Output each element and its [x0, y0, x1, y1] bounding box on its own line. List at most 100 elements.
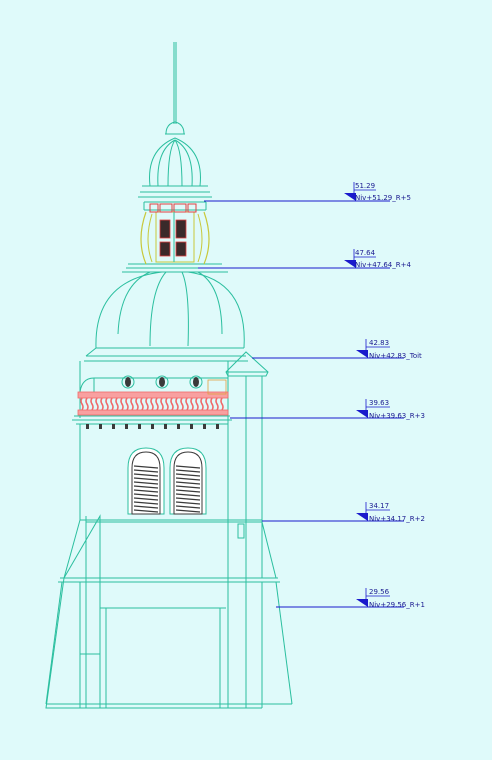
- baluster: [200, 397, 204, 411]
- corbel: [138, 424, 141, 429]
- baluster: [80, 397, 84, 411]
- baluster: [160, 397, 164, 411]
- louver-slat: [133, 497, 159, 501]
- louver-slat: [133, 485, 159, 489]
- louver-slat: [133, 501, 159, 505]
- baluster: [145, 397, 149, 411]
- level-value: 51.29: [355, 182, 375, 190]
- baluster: [115, 397, 119, 411]
- louver-slat: [175, 481, 201, 485]
- baluster: [170, 397, 174, 411]
- baluster: [215, 397, 219, 411]
- baluster: [155, 397, 159, 411]
- louver-slat: [133, 465, 159, 469]
- baluster: [130, 397, 134, 411]
- level-value: 29.56: [369, 588, 390, 596]
- baluster: [185, 397, 189, 411]
- louver-slat: [133, 477, 159, 481]
- level-marker-r2: 34.17 Niv+34.17_R+2: [262, 502, 425, 523]
- louver-slat: [175, 509, 201, 513]
- corbel: [112, 424, 115, 429]
- level-label: Niv+39.63_R+3: [369, 412, 425, 420]
- level-value: 34.17: [369, 502, 389, 510]
- louver-slat: [175, 485, 201, 489]
- lantern-dome: [138, 121, 212, 211]
- baluster: [120, 397, 124, 411]
- level-value: 47.64: [355, 249, 376, 257]
- spire: [173, 42, 177, 124]
- baluster: [105, 397, 109, 411]
- corbel: [86, 424, 89, 429]
- louver-slat: [133, 489, 159, 493]
- main-dome: [84, 271, 248, 362]
- level-label: Niv+29.56_R+1: [369, 601, 425, 609]
- baluster: [140, 397, 144, 411]
- lower-base: [45, 514, 293, 709]
- baluster: [180, 397, 184, 411]
- louver-slat: [175, 465, 201, 469]
- level-value: 42.83: [369, 339, 389, 347]
- level-label: Niv+51.29_R+5: [355, 194, 411, 202]
- louver-slat: [175, 501, 201, 505]
- louver-slat: [175, 505, 201, 509]
- corbel: [99, 424, 102, 429]
- baluster: [90, 397, 94, 411]
- corbel: [203, 424, 206, 429]
- baluster: [95, 397, 99, 411]
- corbel: [177, 424, 180, 429]
- level-marker-r5: 51.29 Niv+51.29_R+5: [204, 182, 411, 202]
- level-marker-r4: 47.64 Niv+47.64_R+4: [198, 249, 411, 269]
- louver-slat: [133, 473, 159, 477]
- level-marker-toit: 42.83 Niv+42.83_Toit: [252, 339, 422, 360]
- baluster: [190, 397, 194, 411]
- balustrade: [77, 379, 229, 416]
- louver-slat: [133, 509, 159, 513]
- level-label: Niv+42.83_Toit: [369, 352, 422, 360]
- corbel: [164, 424, 167, 429]
- baluster: [165, 397, 169, 411]
- level-label: Niv+47.64_R+4: [355, 261, 411, 269]
- baluster: [125, 397, 129, 411]
- louver-slat: [133, 493, 159, 497]
- louver-slat: [175, 493, 201, 497]
- louver-slat: [133, 481, 159, 485]
- louver-slat: [133, 505, 159, 509]
- baluster: [195, 397, 199, 411]
- bell-cage: [140, 203, 210, 265]
- louver-slat: [133, 469, 159, 473]
- balusters: [80, 397, 224, 411]
- louver-slat: [175, 473, 201, 477]
- stair-turret: [225, 351, 269, 708]
- louver-slat: [175, 497, 201, 501]
- belfry-windows: [127, 447, 207, 515]
- corbel: [190, 424, 193, 429]
- level-label: Niv+34.17_R+2: [369, 515, 425, 523]
- louver-slat: [175, 469, 201, 473]
- corbel: [151, 424, 154, 429]
- oculi: [121, 375, 203, 389]
- corbel: [125, 424, 128, 429]
- level-value: 39.63: [369, 399, 389, 407]
- belfry-window-right: [169, 447, 207, 515]
- tower-outline: [45, 42, 293, 709]
- baluster: [220, 397, 224, 411]
- baluster: [175, 397, 179, 411]
- corbel: [216, 424, 219, 429]
- baluster: [210, 397, 214, 411]
- belfry-window-left: [127, 447, 165, 515]
- baluster: [100, 397, 104, 411]
- cornice-corbels: [86, 424, 219, 429]
- level-marker-r1: 29.56 Niv+29.56_R+1: [276, 588, 425, 609]
- level-marker-r3: 39.63 Niv+39.63_R+3: [230, 399, 425, 420]
- level-markers: 51.29 Niv+51.29_R+5 47.64 Niv+47.64_R+4 …: [198, 182, 425, 609]
- baluster: [110, 397, 114, 411]
- baluster: [135, 397, 139, 411]
- louver-slat: [175, 489, 201, 493]
- baluster: [150, 397, 154, 411]
- louver-slat: [175, 477, 201, 481]
- cornice: [72, 415, 232, 425]
- baluster: [205, 397, 209, 411]
- baluster: [85, 397, 89, 411]
